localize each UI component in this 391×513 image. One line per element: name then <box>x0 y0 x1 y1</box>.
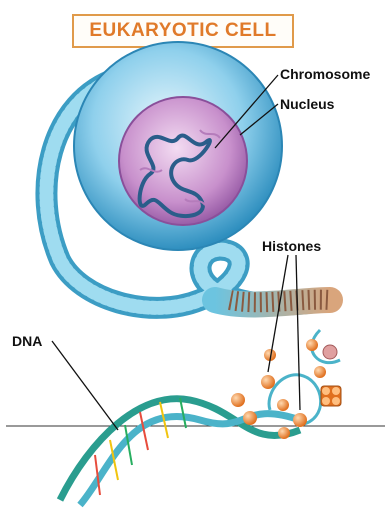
histone-bead <box>278 427 290 439</box>
histone-pair <box>323 345 337 359</box>
linker-dna <box>269 330 340 425</box>
histone-bead <box>243 411 257 425</box>
histone-bead <box>277 399 289 411</box>
histones-leader-2 <box>296 255 300 410</box>
histone-bead <box>314 366 326 378</box>
nucleus-label: Nucleus <box>280 96 334 112</box>
histone-group <box>231 339 341 439</box>
histone-bead <box>306 339 318 351</box>
dna-helix <box>60 398 300 505</box>
histone-bead <box>293 413 307 427</box>
histones-label: Histones <box>262 238 321 254</box>
histone-bead <box>261 375 275 389</box>
dna-label: DNA <box>12 333 42 349</box>
histone-bead <box>231 393 245 407</box>
dna-leader <box>52 341 118 430</box>
chromosome-label: Chromosome <box>280 66 370 82</box>
